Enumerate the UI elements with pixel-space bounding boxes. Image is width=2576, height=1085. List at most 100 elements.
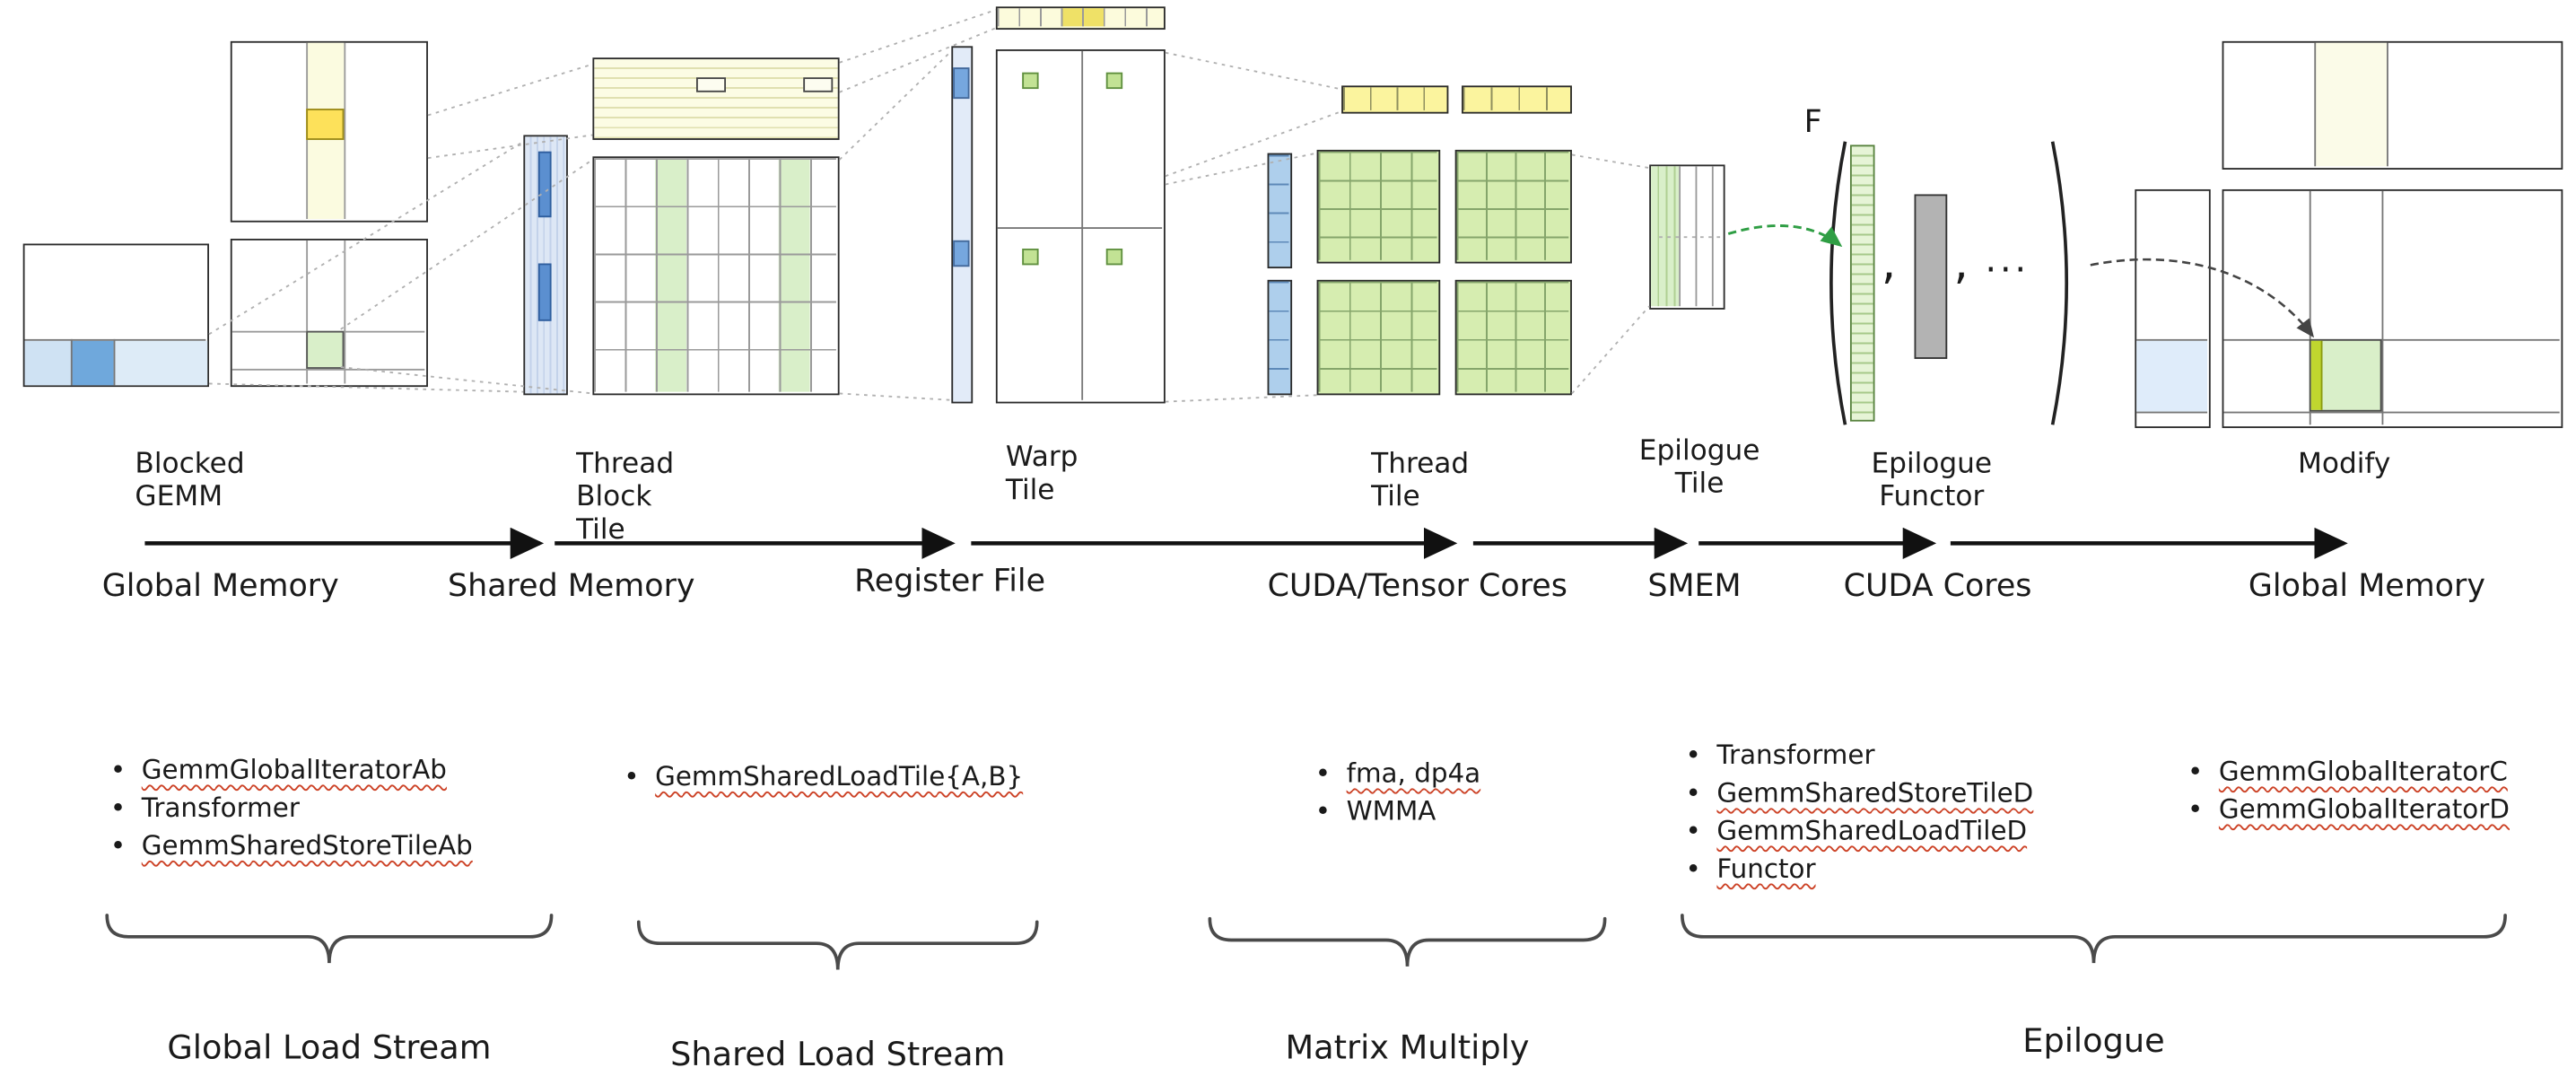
grid-line xyxy=(344,42,346,219)
list-item: GemmGlobalIteratorC xyxy=(2179,752,2510,790)
grid-line xyxy=(70,338,73,386)
thread-accumulator-tile xyxy=(1316,279,1441,396)
warp-tile-label: Warp Tile xyxy=(1005,441,1078,508)
grid-overlay xyxy=(997,8,1163,27)
component-name: GemmGlobalIteratorD xyxy=(2218,793,2510,826)
grid-line xyxy=(2223,411,2560,414)
thread-block-tile-label: Thread Block Tile xyxy=(576,447,675,547)
list-item: WMMA xyxy=(1307,792,1481,829)
list-item: GemmSharedStoreTileAb xyxy=(102,827,473,864)
blue-row-cell xyxy=(2136,340,2208,412)
grid-overlay xyxy=(1318,281,1437,392)
grid-line xyxy=(113,338,116,386)
thread-block-main-tile xyxy=(592,156,840,396)
memory-stage-cuda-cores: CUDA Cores xyxy=(1843,567,2032,605)
matrix-c-global xyxy=(22,243,209,388)
thread-tile-label: Thread Tile xyxy=(1371,447,1470,514)
smem-a-strip xyxy=(523,135,568,396)
matrix-multiply-brace xyxy=(1208,916,1607,967)
grid-overlay xyxy=(1456,281,1569,392)
component-name: Transformer xyxy=(141,792,300,824)
warp-green-cell xyxy=(1022,72,1039,90)
memory-stage-shared-memory: Shared Memory xyxy=(447,567,695,605)
list-item: GemmSharedStoreTileD xyxy=(1677,774,2034,811)
grid-overlay xyxy=(1269,154,1289,266)
epilogue-functor-label: Epilogue Functor xyxy=(1871,447,1993,514)
stream-braces xyxy=(105,914,2507,970)
modify-top-matrix xyxy=(2222,40,2563,170)
warp-green-cell xyxy=(1105,249,1123,266)
grid-line xyxy=(2381,190,2384,425)
pale-column-strip xyxy=(2314,42,2388,167)
c-row-cell xyxy=(113,340,208,386)
component-name: GemmSharedStoreTileD xyxy=(1716,776,2034,809)
epilogue-component-list: Transformer GemmSharedStoreTileD GemmSha… xyxy=(1677,736,2034,888)
grid-line xyxy=(1711,166,1714,307)
functor-gray-operand xyxy=(1914,194,1948,359)
smem-a-fragment xyxy=(537,263,552,321)
component-name: fma, dp4a xyxy=(1346,757,1481,789)
grid-line xyxy=(997,227,1163,229)
matrix-a-global xyxy=(230,239,428,388)
thread-b-fragment xyxy=(1462,85,1572,114)
component-name: Functor xyxy=(1716,853,1816,885)
grid-line xyxy=(1679,166,1681,307)
shared-load-stream-label: Shared Load Stream xyxy=(670,1034,1006,1074)
grid-line xyxy=(2136,338,2208,341)
grid-overlay xyxy=(594,158,836,392)
component-name: GemmSharedLoadTile{A,B} xyxy=(655,760,1024,792)
list-item: GemmGlobalIteratorD xyxy=(2179,791,2510,828)
list-item: fma, dp4a xyxy=(1307,754,1481,792)
warp-main-tile xyxy=(995,49,1166,404)
a-active-cell xyxy=(306,330,345,369)
memory-stage-register-file: Register File xyxy=(854,563,1046,599)
component-name: GemmGlobalIteratorC xyxy=(2218,756,2508,787)
grid-line xyxy=(24,338,206,341)
b-active-cell xyxy=(306,109,345,140)
grid-overlay xyxy=(1463,87,1569,110)
thread-accumulator-tile xyxy=(1316,149,1441,264)
list-item: GemmSharedLoadTile{A,B} xyxy=(616,757,1023,795)
modify-main-matrix xyxy=(2222,188,2563,428)
grid-line xyxy=(1695,166,1698,307)
component-name: WMMA xyxy=(1346,795,1436,827)
component-name: GemmSharedLoadTileD xyxy=(1716,815,2028,846)
component-name: GemmSharedStoreTileAb xyxy=(141,829,473,862)
functor-comma: , xyxy=(1881,235,1897,290)
global-load-component-list: GemmGlobalIteratorAb Transformer GemmSha… xyxy=(102,751,473,865)
component-name: Transformer xyxy=(1716,739,1875,771)
epilogue-tile-label: Epilogue Tile xyxy=(1638,434,1760,501)
list-item: GemmGlobalIteratorAb xyxy=(102,751,473,789)
grid-line xyxy=(231,368,425,371)
epilogue-stream-label: Epilogue xyxy=(2022,1020,2165,1061)
epilogue-tile-to-functor-arrow xyxy=(1727,224,1843,248)
shared-load-component-list: GemmSharedLoadTile{A,B} xyxy=(616,757,1023,795)
grid-line xyxy=(344,240,346,384)
left-paren xyxy=(1829,141,1847,425)
thread-b-fragment xyxy=(1341,85,1449,114)
b-fragment-cell xyxy=(803,77,834,92)
grid-line xyxy=(2136,411,2208,414)
memory-stage-cuda-tensor-cores: CUDA/Tensor Cores xyxy=(1267,567,1567,605)
epilogue-tile-box xyxy=(1649,164,1725,310)
b-fragment-cell xyxy=(695,77,727,92)
smem-a-fragment xyxy=(537,151,552,218)
matrix-multiply-component-list: fma, dp4a WMMA xyxy=(1307,754,1481,829)
right-paren xyxy=(2050,141,2069,425)
functor-ellipsis: ... xyxy=(1985,240,2030,282)
component-name: GemmGlobalIteratorAb xyxy=(141,754,447,786)
blocked-gemm-label: Blocked GEMM xyxy=(135,447,245,514)
memory-stage-smem: SMEM xyxy=(1647,567,1742,605)
modify-left-matrix xyxy=(2135,188,2211,428)
grid-line xyxy=(1081,50,1084,400)
global-load-brace xyxy=(105,914,554,964)
warp-a-strip xyxy=(951,46,974,404)
list-item: Transformer xyxy=(102,789,473,827)
matrix-multiply-label: Matrix Multiply xyxy=(1285,1027,1530,1067)
epilogue-brace xyxy=(1681,914,2507,964)
warp-b-strip xyxy=(995,6,1166,31)
functor-comma: , xyxy=(1953,235,1969,290)
smem-b-tile xyxy=(592,57,840,140)
grid-line xyxy=(2387,42,2388,167)
